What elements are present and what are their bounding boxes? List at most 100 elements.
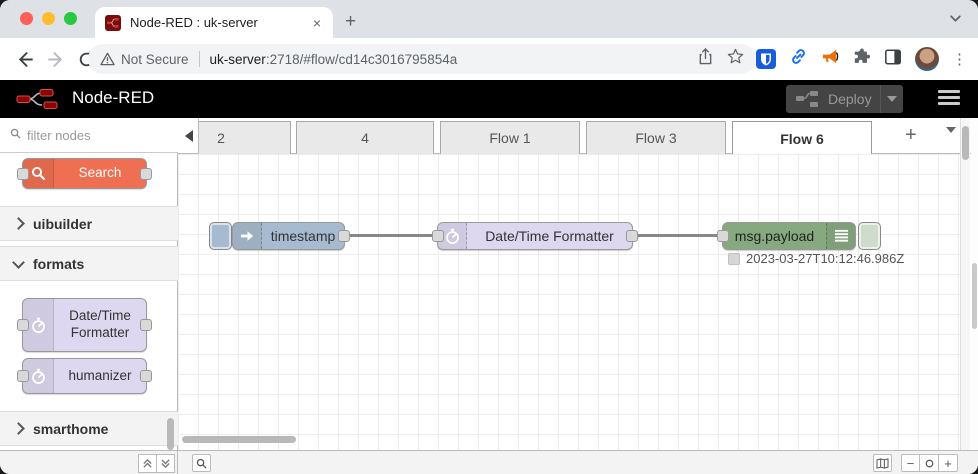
flow-tab-label: Flow 6	[780, 130, 824, 147]
add-flow-button[interactable]: +	[905, 124, 917, 146]
wire[interactable]	[344, 234, 442, 237]
palette-category-smarthome[interactable]: smarthome	[0, 411, 178, 446]
bitwarden-extension-icon[interactable]	[756, 49, 776, 69]
url-path: :2718/#flow/cd14c3016795854a	[265, 51, 458, 67]
forward-button[interactable]	[44, 47, 68, 71]
node-status: 2023-03-27T10:12:46.986Z	[728, 251, 904, 266]
palette-scrollbar[interactable]	[167, 418, 174, 450]
category-label: uibuilder	[33, 215, 93, 232]
browser-tab[interactable]: Node-RED : uk-server ×	[95, 7, 333, 38]
tab-search-chevron-icon[interactable]	[949, 12, 962, 30]
share-icon[interactable]	[698, 48, 713, 70]
not-secure-warning-icon[interactable]	[100, 52, 115, 66]
omnibox-divider	[198, 51, 200, 67]
expand-all-button[interactable]	[156, 454, 175, 473]
flow-tab-flow6-active[interactable]: Flow 6	[732, 121, 872, 155]
macos-fullscreen-button[interactable]	[64, 12, 77, 25]
flow-tab-flow1[interactable]: Flow 1	[440, 121, 580, 154]
canvas-vertical-scrollbar[interactable]	[960, 118, 970, 450]
link-extension-icon[interactable]	[789, 47, 808, 71]
scrollbar-thumb[interactable]	[972, 263, 977, 329]
navigator-map-button[interactable]	[873, 454, 892, 472]
flow-node-datetime-formatter[interactable]: Date/Time Formatter	[432, 222, 638, 250]
node-red-favicon	[105, 14, 121, 31]
browser-tab-strip: Node-RED : uk-server × +	[0, 0, 978, 38]
palette-footer	[0, 450, 178, 474]
bookmark-star-icon[interactable]	[727, 48, 744, 70]
megaphone-extension-icon[interactable]	[821, 48, 840, 70]
profile-avatar[interactable]	[915, 47, 939, 71]
flow-tab-2[interactable]: 2	[199, 121, 291, 154]
side-panel-icon[interactable]	[884, 48, 902, 71]
scroll-tabs-left-button[interactable]	[180, 118, 199, 153]
canvas-search-button[interactable]	[192, 454, 211, 472]
category-label: formats	[33, 255, 85, 272]
category-label: smarthome	[33, 420, 109, 437]
flow-node-timestamp[interactable]: timestamp	[232, 222, 350, 250]
node-output-port	[140, 167, 152, 180]
palette-category-uibuilder[interactable]: uibuilder	[0, 206, 178, 241]
status-text: 2023-03-27T10:12:46.986Z	[746, 251, 905, 266]
timer-icon	[23, 299, 54, 351]
node-output-port[interactable]	[626, 230, 638, 242]
macos-minimize-button[interactable]	[42, 12, 55, 25]
extensions-puzzle-icon[interactable]	[853, 47, 871, 71]
node-output-port[interactable]	[338, 230, 350, 242]
canvas-horizontal-scrollbar[interactable]	[182, 436, 296, 443]
node-label: timestamp	[270, 228, 336, 244]
node-input-port[interactable]	[432, 230, 444, 242]
palette-category-formats[interactable]: formats	[0, 246, 178, 281]
tab-close-icon[interactable]: ×	[312, 14, 321, 31]
flow-tab-bar: 2 4 Flow 1 Flow 3 Flow 6 +	[178, 118, 978, 155]
flow-tab-flow3[interactable]: Flow 3	[586, 121, 726, 154]
deploy-icon	[795, 90, 821, 108]
node-input-port	[17, 319, 29, 331]
flow-tab-4[interactable]: 4	[296, 121, 434, 154]
collapse-all-button[interactable]	[138, 454, 157, 473]
zoom-out-button[interactable]: −	[901, 454, 920, 472]
chrome-menu-icon[interactable]: ⋮	[952, 51, 968, 68]
chevron-right-icon	[12, 217, 25, 230]
zoom-controls: − +	[901, 454, 958, 472]
palette-node-search[interactable]: Search	[17, 158, 152, 189]
flow-node-msg-payload[interactable]: msg.payload	[717, 222, 856, 250]
palette-node-datetime-formatter[interactable]: Date/Time Formatter	[17, 298, 152, 352]
new-tab-button[interactable]: +	[345, 11, 357, 32]
scrollbar-thumb[interactable]	[962, 126, 969, 160]
not-secure-label: Not Secure	[121, 51, 189, 67]
zoom-in-button[interactable]: +	[939, 454, 958, 472]
macos-close-button[interactable]	[20, 12, 33, 25]
inject-icon	[233, 223, 262, 249]
node-palette: filter nodes Search uibuilder formats	[0, 118, 178, 450]
browser-page-scrollbar[interactable]	[971, 118, 978, 450]
debug-toggle-button[interactable]	[858, 222, 881, 250]
palette-node-label: Date/Time Formatter	[69, 308, 131, 340]
node-input-port[interactable]	[717, 230, 729, 242]
wire[interactable]	[628, 234, 726, 237]
timer-icon	[23, 359, 54, 393]
node-input-port	[17, 167, 29, 180]
node-red-header: Node-RED Deploy	[0, 80, 978, 118]
inject-trigger-button[interactable]	[209, 222, 232, 250]
palette-node-label: humanizer	[68, 367, 132, 383]
main-menu-icon[interactable]	[938, 90, 960, 108]
back-button[interactable]	[12, 47, 36, 71]
deploy-options-caret[interactable]	[880, 85, 903, 113]
deploy-button[interactable]: Deploy	[786, 85, 903, 113]
palette-filter-placeholder: filter nodes	[27, 127, 91, 143]
flow-list-caret-icon[interactable]	[946, 127, 956, 151]
node-output-port	[140, 319, 152, 331]
palette-node-humanizer[interactable]: humanizer	[17, 358, 152, 394]
flow-tab-label: 2	[217, 130, 225, 146]
flow-tab-label: Flow 3	[635, 130, 677, 146]
flow-canvas[interactable]: timestamp Date/Time Formatter msg.payloa…	[178, 154, 960, 450]
chevron-down-icon	[12, 255, 25, 269]
palette-filter[interactable]: filter nodes	[0, 118, 178, 153]
chevron-right-icon	[12, 422, 25, 435]
palette-node-label: Search	[78, 165, 122, 181]
browser-toolbar: Not Secure uk-server:2718/#flow/cd14c301…	[0, 38, 978, 80]
address-bar[interactable]: Not Secure uk-server:2718/#flow/cd14c301…	[88, 44, 756, 74]
status-dot-icon	[728, 252, 740, 265]
zoom-reset-button[interactable]	[920, 454, 939, 472]
